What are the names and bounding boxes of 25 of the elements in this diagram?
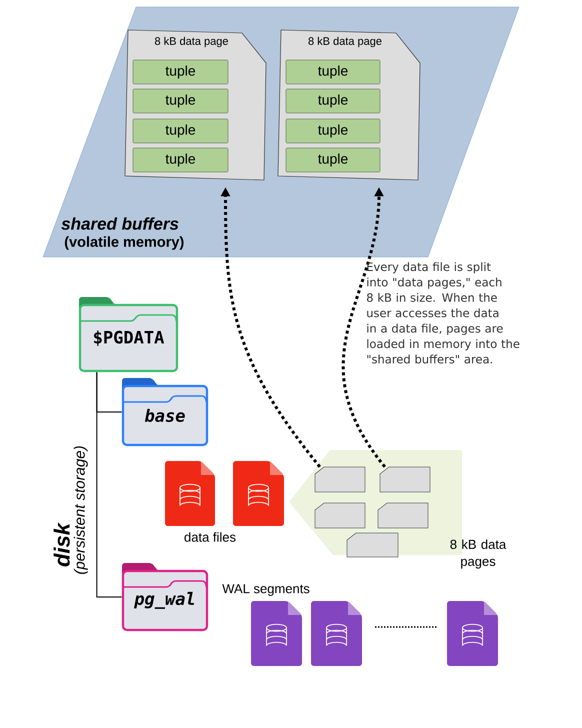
page-icon bbox=[380, 466, 430, 492]
database-file-icon bbox=[311, 601, 362, 666]
tuple-box: tuple bbox=[132, 148, 228, 172]
tuple-box: tuple bbox=[132, 88, 228, 114]
page-icon bbox=[378, 502, 428, 528]
tuple-box: tuple bbox=[132, 60, 228, 84]
note-text: Every data file is split into "data pages," each 8 kB in size. When the user accesses the data in a data file, pages are loaded in memory into the "shared buffers" area. bbox=[366, 262, 520, 364]
tuple-box: tuple bbox=[286, 118, 380, 144]
axis-title: disk bbox=[54, 522, 70, 566]
tree-line bbox=[96, 372, 122, 598]
database-file-icon bbox=[165, 461, 215, 526]
caption-label: data files bbox=[184, 532, 236, 542]
tuple-box: tuple bbox=[132, 118, 228, 144]
page-icon bbox=[314, 502, 366, 528]
tuple-box: tuple bbox=[286, 60, 380, 84]
axis-subtitle: (persistent storage) bbox=[74, 446, 88, 574]
tuple-box: tuple bbox=[286, 148, 380, 172]
database-file-icon bbox=[251, 601, 302, 666]
page-icon bbox=[314, 466, 366, 492]
caption-label: 8 kB data pages bbox=[450, 539, 506, 569]
page-icon bbox=[346, 532, 398, 558]
caption-label: WAL segments bbox=[222, 584, 310, 596]
database-file-icon bbox=[233, 461, 284, 526]
tuple-box: tuple bbox=[286, 88, 380, 114]
database-file-icon bbox=[447, 601, 498, 666]
